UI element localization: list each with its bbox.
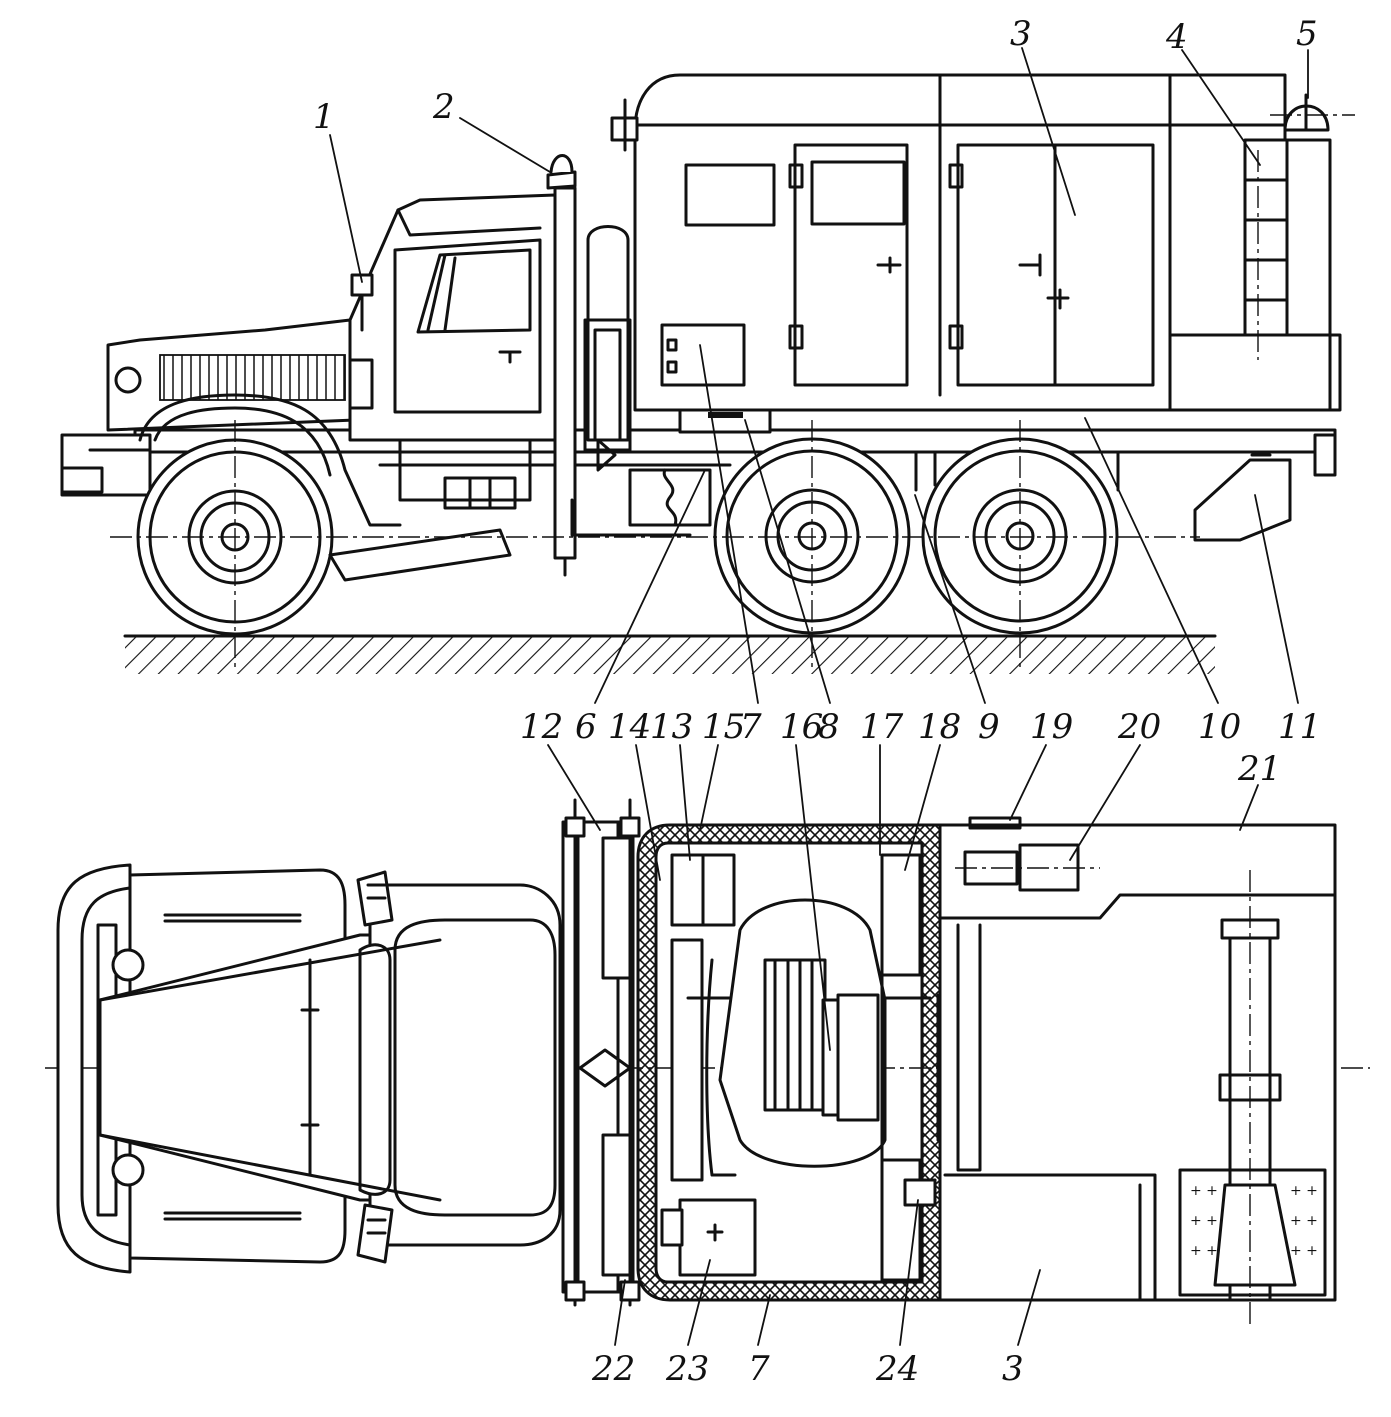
top-callout-labels: 12 14 13 15 16 17 18 19 20 21 22 23 7 24… [520, 707, 1281, 1389]
callout-7-top: 7 [748, 1349, 770, 1389]
callout-14: 14 [608, 707, 651, 747]
svg-text:+ +: + + [1290, 1243, 1318, 1259]
callout-18: 18 [918, 707, 961, 747]
side-leader-lines [329, 47, 1309, 704]
ground-hatching [123, 634, 1217, 674]
tank-and-ladder [570, 225, 712, 537]
callout-17: 17 [860, 707, 904, 747]
svg-text:+ +: + + [1190, 1183, 1218, 1199]
rear-wheel-2 [921, 420, 1119, 670]
callout-24: 24 [875, 1349, 919, 1389]
callout-21: 21 [1237, 749, 1281, 789]
callout-2: 2 [432, 87, 455, 127]
engine-hood [106, 318, 357, 432]
plan-rear-compartment: + + + + + + + + + + + + [938, 816, 1337, 1325]
side-view: 1 2 3 4 5 6 7 8 9 10 11 [60, 14, 1355, 747]
callout-8: 8 [818, 707, 840, 747]
rear-beacon-light [1270, 93, 1355, 132]
callout-4: 4 [1165, 17, 1188, 57]
callout-6: 6 [575, 707, 597, 747]
callout-9: 9 [978, 707, 1000, 747]
svg-text:+ +: + + [1190, 1213, 1218, 1229]
callout-10: 10 [1198, 707, 1241, 747]
rear-wheel-1 [713, 420, 911, 670]
callout-5: 5 [1296, 14, 1318, 54]
svg-text:+ +: + + [1190, 1243, 1218, 1259]
callout-16: 16 [780, 707, 823, 747]
top-view: + + + + + + + + + + + + 12 14 13 15 16 1… [45, 707, 1370, 1389]
side-mirror [348, 273, 374, 410]
front-fender [138, 393, 402, 527]
exhaust-stack-with-beacon [546, 154, 577, 577]
front-wheel [136, 420, 334, 670]
callout-15: 15 [702, 707, 745, 747]
top-leader-lines [547, 744, 1259, 1346]
callout-13: 13 [650, 707, 693, 747]
callout-20: 20 [1117, 707, 1161, 747]
cab [348, 193, 562, 510]
front-suspension-arm [328, 528, 512, 582]
callout-22: 22 [591, 1349, 635, 1389]
callout-1: 1 [313, 97, 335, 137]
callout-19: 19 [1030, 707, 1073, 747]
callout-3: 3 [1010, 14, 1032, 54]
front-bumper [60, 433, 152, 497]
side-callout-labels: 1 2 3 4 5 6 7 8 9 10 11 [313, 14, 1321, 747]
plan-ladder-frame [561, 798, 641, 1307]
plan-equipment [660, 853, 958, 1282]
rear-stabilizer [1193, 433, 1337, 542]
chassis-frame [133, 428, 1337, 467]
callout-12: 12 [520, 707, 563, 747]
svg-text:+ +: + + [1290, 1213, 1318, 1229]
van-body [610, 73, 1342, 412]
plan-bumper [56, 863, 132, 1274]
callout-3-top: 3 [1002, 1349, 1024, 1389]
callout-23: 23 [665, 1349, 709, 1389]
callout-7: 7 [740, 707, 762, 747]
callout-11: 11 [1278, 707, 1321, 747]
svg-text:+ +: + + [1290, 1183, 1318, 1199]
